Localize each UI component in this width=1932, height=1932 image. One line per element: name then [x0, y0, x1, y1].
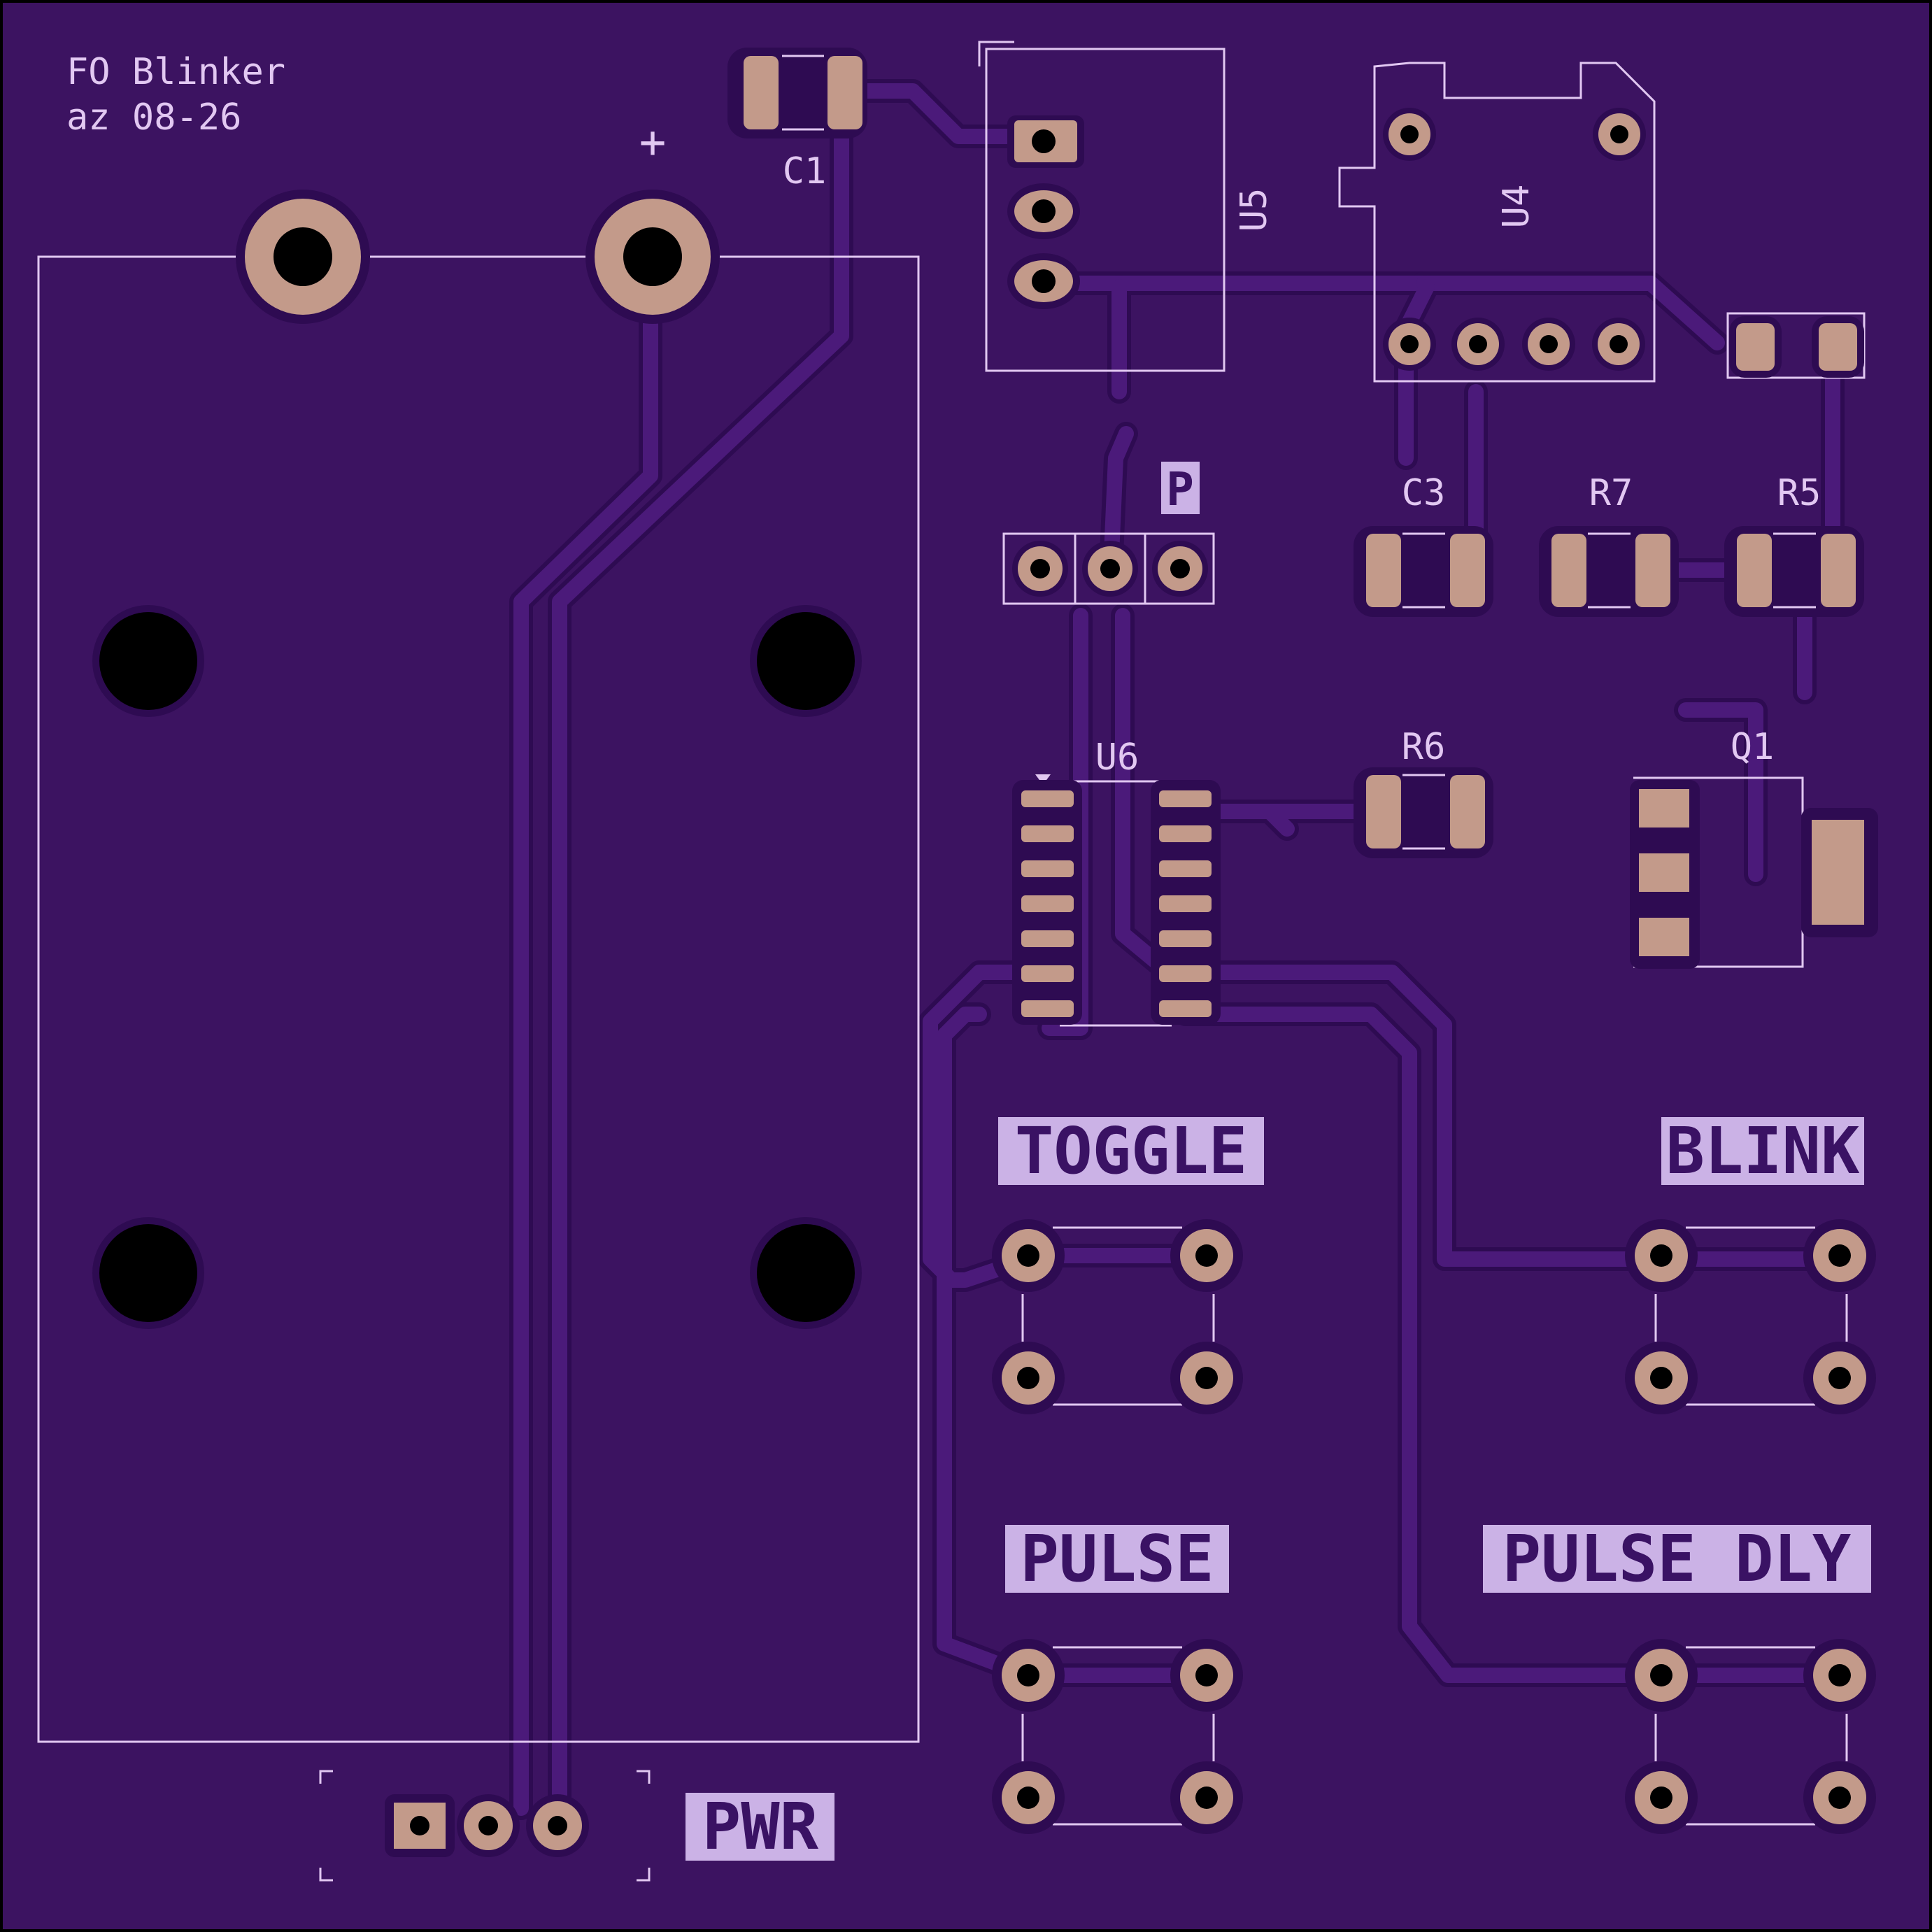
label-pwr: PWR [702, 1789, 819, 1864]
label-pwr-bg [686, 1793, 834, 1861]
switch-blink[interactable]: BLINK [1625, 1114, 1876, 1414]
label-pulse: PULSE [1021, 1521, 1214, 1596]
ref-r5: R5 [1777, 472, 1821, 514]
ref-r7: R7 [1589, 472, 1633, 514]
ref-u6: U6 [1095, 737, 1139, 779]
label-pulse-bg [1005, 1525, 1229, 1593]
resistor-r5: R5 [1724, 472, 1864, 617]
smd-component-top-right [1726, 312, 1866, 379]
switch-pulse-dly[interactable]: PULSE DLY [1483, 1521, 1876, 1834]
ref-c1: C1 [783, 150, 827, 192]
program-header-p: P [1002, 462, 1215, 605]
u4-top-holes [1383, 108, 1646, 161]
transistor-q1: Q1 [1630, 726, 1878, 969]
label-p-bg [1161, 462, 1200, 514]
ref-u4: U4 [1496, 185, 1537, 229]
label-pulse-dly-bg [1483, 1525, 1871, 1593]
capacitor-c3: C3 [1354, 472, 1493, 617]
battery-holder: + [37, 117, 920, 1743]
label-toggle: TOGGLE [1015, 1114, 1247, 1188]
ref-q1: Q1 [1731, 726, 1775, 768]
switch-pwr[interactable]: PWR [319, 1770, 834, 1882]
ref-c3: C3 [1402, 472, 1446, 514]
resistor-r6: R6 [1354, 726, 1493, 858]
board-title-line2: az 08-26 [66, 97, 241, 138]
battery-plus-mark: + [639, 117, 667, 169]
battery-terminal-pos [585, 190, 720, 324]
ref-r6: R6 [1402, 726, 1446, 768]
switch-pulse[interactable]: PULSE [992, 1521, 1243, 1834]
label-blink-bg [1661, 1117, 1864, 1185]
u4-pins [1383, 318, 1645, 371]
resistor-r7: R7 [1539, 472, 1679, 617]
battery-terminal-neg [236, 190, 370, 324]
battery-holder-outline [37, 255, 920, 1743]
regulator-u5: U5 [978, 41, 1275, 372]
label-blink: BLINK [1666, 1114, 1861, 1188]
capacitor-c1: C1 [727, 48, 867, 192]
label-pulse-dly: PULSE DLY [1503, 1521, 1852, 1596]
module-u4: U4 [1338, 62, 1656, 383]
board-title-line1: FO Blinker [66, 51, 285, 93]
ic-u6: U6 [1012, 737, 1221, 1027]
label-toggle-bg [998, 1117, 1264, 1185]
label-p: P [1166, 462, 1194, 516]
switch-toggle[interactable]: TOGGLE [992, 1114, 1264, 1414]
ref-u5: U5 [1233, 188, 1275, 232]
